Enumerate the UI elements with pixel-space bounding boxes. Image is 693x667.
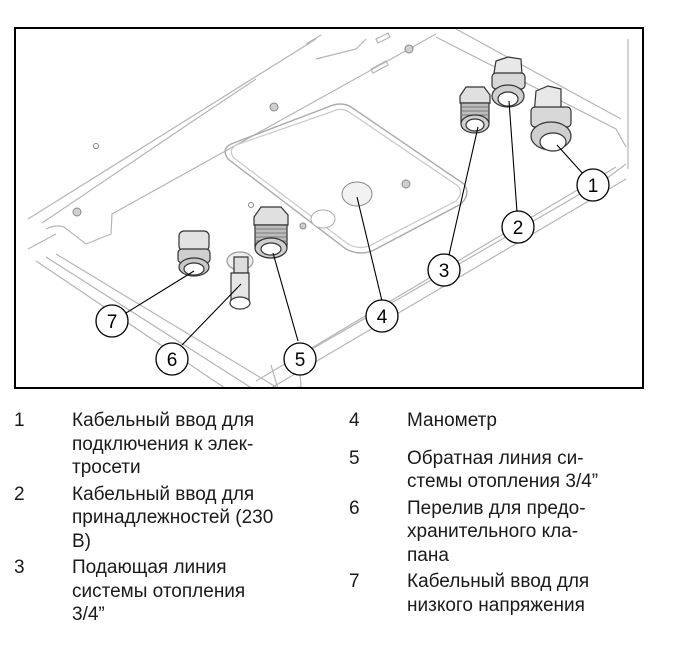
legend-right-column: 4 Манометр 5 Обратная линия си- стемы от… <box>349 409 679 617</box>
boiler-connections-figure: 1 2 3 4 5 6 7 <box>14 27 644 389</box>
legend-text: Перелив для предо- хранительного кла- па… <box>407 497 586 566</box>
cable-gland-accessories <box>491 56 526 108</box>
legend-number: 4 <box>349 410 360 431</box>
callout-6: 6 <box>155 342 189 376</box>
return-pipe-connection <box>253 206 289 259</box>
legend-item: 1 Кабельный ввод для подключения к элек-… <box>14 409 334 480</box>
svg-text:1: 1 <box>588 176 599 197</box>
svg-text:4: 4 <box>377 307 388 328</box>
boiler-bottom-drawing: 1 2 3 4 5 6 7 <box>27 29 629 387</box>
callout-7: 7 <box>95 304 129 338</box>
legend-number: 2 <box>14 483 25 505</box>
legend-item: 5 Обратная линия си- стемы отопления 3/4… <box>349 447 679 494</box>
legend-number: 6 <box>349 497 360 519</box>
legend-number: 7 <box>349 571 360 592</box>
callout-3: 3 <box>427 253 461 287</box>
manometer-part <box>310 181 373 229</box>
safety-valve-overflow <box>226 251 254 310</box>
flow-pipe-connection <box>459 86 491 134</box>
callout-2: 2 <box>501 210 535 244</box>
svg-text:5: 5 <box>295 350 306 371</box>
legend-number: 3 <box>14 557 25 578</box>
legend-text: Манометр <box>407 410 497 431</box>
callout-markers: 1 2 3 4 5 6 7 <box>95 168 610 376</box>
legend-text: Подающая линия системы отопления 3/4” <box>72 557 246 625</box>
legend-text: Кабельный ввод для низкого напряжения <box>407 571 590 616</box>
callout-1: 1 <box>576 168 610 202</box>
svg-text:3: 3 <box>439 261 450 282</box>
legend-number: 1 <box>14 410 25 431</box>
callout-4: 4 <box>365 299 399 333</box>
legend-item: 4 Манометр <box>349 409 679 433</box>
callout-5: 5 <box>283 342 317 376</box>
screws <box>72 44 414 230</box>
svg-text:2: 2 <box>513 218 524 239</box>
legend-text: Кабельный ввод для принадлежностей (230 … <box>72 483 274 552</box>
legend-left-column: 1 Кабельный ввод для подключения к элек-… <box>14 409 334 627</box>
cable-gland-mains <box>530 85 572 152</box>
svg-text:6: 6 <box>167 350 178 371</box>
legend-text: Обратная линия си- стемы отопления 3/4” <box>407 447 599 493</box>
legend-number: 5 <box>349 447 360 469</box>
legend-text: Кабельный ввод для подключения к элек- т… <box>72 410 255 478</box>
legend-item: 2 Кабельный ввод для принадлежностей (23… <box>14 483 334 554</box>
svg-text:7: 7 <box>107 312 118 333</box>
legend-item: 7 Кабельный ввод для низкого напряжения <box>349 570 679 617</box>
leader-lines <box>125 100 585 346</box>
legend-item: 6 Перелив для предо- хранительного кла- … <box>349 497 679 568</box>
legend-item: 3 Подающая линия системы отопления 3/4” <box>14 556 334 627</box>
cable-gland-low-voltage <box>177 230 211 277</box>
